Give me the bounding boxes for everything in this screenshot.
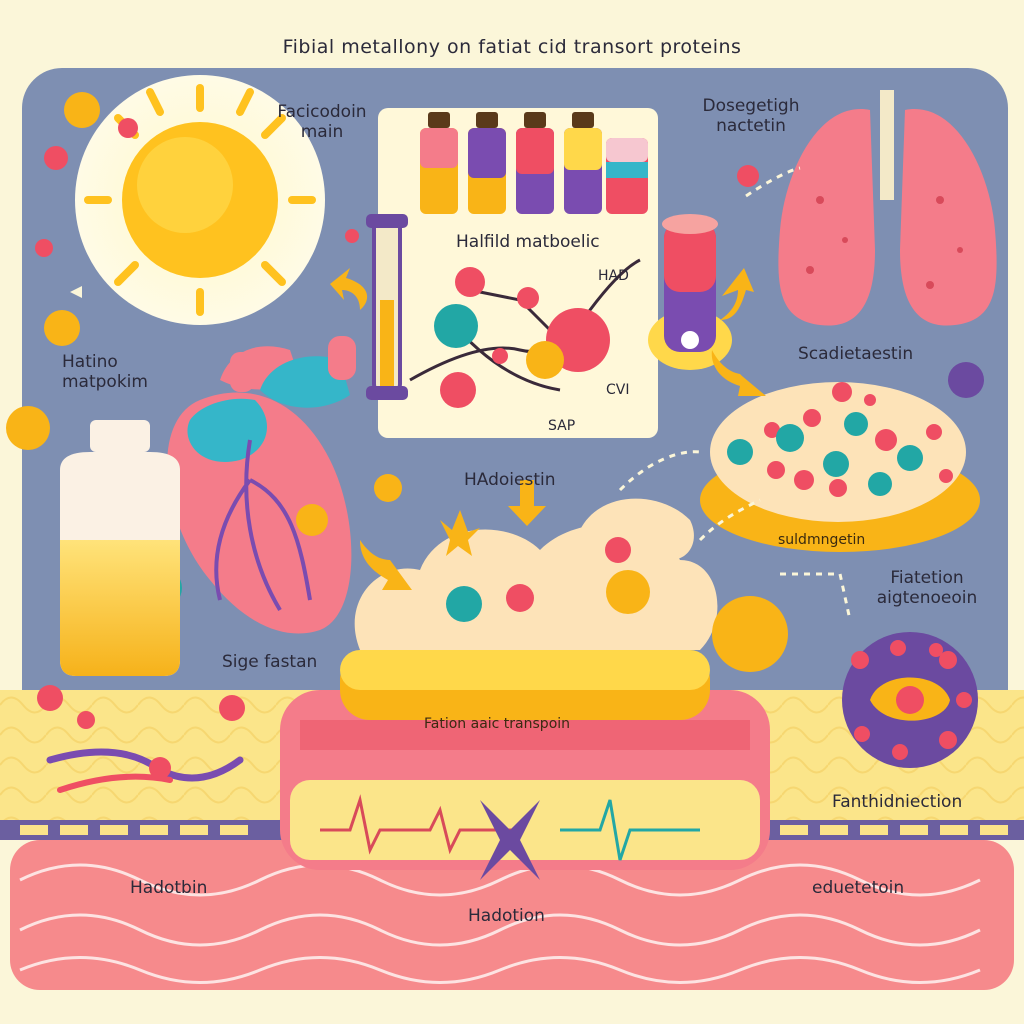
label-flask-cvi: CVI: [606, 382, 630, 398]
flask-card: [366, 108, 658, 438]
label-right-dish-title: Scadietaestin: [798, 344, 914, 364]
label-bottle: Sige fastan: [222, 652, 318, 672]
label-ground-mid: Hadotion: [468, 906, 545, 926]
label-right-bottom: Fanthidniection: [832, 792, 963, 812]
label-center: HAdoiestin: [464, 470, 556, 490]
label-lung: Dosegetigh nactetin: [702, 96, 800, 136]
diagram-title: Fibial metallony on fatiat cid transort …: [282, 36, 742, 58]
label-cell: Fiatetion aigtenoeoin: [876, 568, 978, 608]
label-ground-right: eduetetoin: [812, 878, 905, 898]
label-right-dish-base: suldmngetin: [778, 532, 866, 548]
label-sun: Facicodoin main: [277, 102, 367, 142]
label-ground-left: Hadotbin: [130, 878, 208, 898]
right-dish: [700, 382, 980, 552]
tissue-band: [10, 840, 1014, 990]
fat-stack: [280, 498, 770, 880]
test-tube: [648, 214, 732, 370]
label-flask: Halfild matboelic: [456, 232, 600, 252]
label-flask-had: HAD: [598, 268, 629, 284]
flow-arrows: [330, 268, 766, 590]
fatty-acid-chains: [37, 685, 245, 793]
oil-bottle: [60, 420, 180, 676]
label-stack-plate: Fation aaic transpoin: [424, 716, 571, 732]
sun-illustration: [75, 75, 325, 325]
lungs-illustration: [778, 90, 997, 326]
cell-illustration: [712, 596, 978, 768]
heart-illustration: [142, 336, 402, 634]
label-heart: Hatino matpokim: [62, 352, 148, 392]
label-flask-sap: SAP: [548, 418, 576, 434]
